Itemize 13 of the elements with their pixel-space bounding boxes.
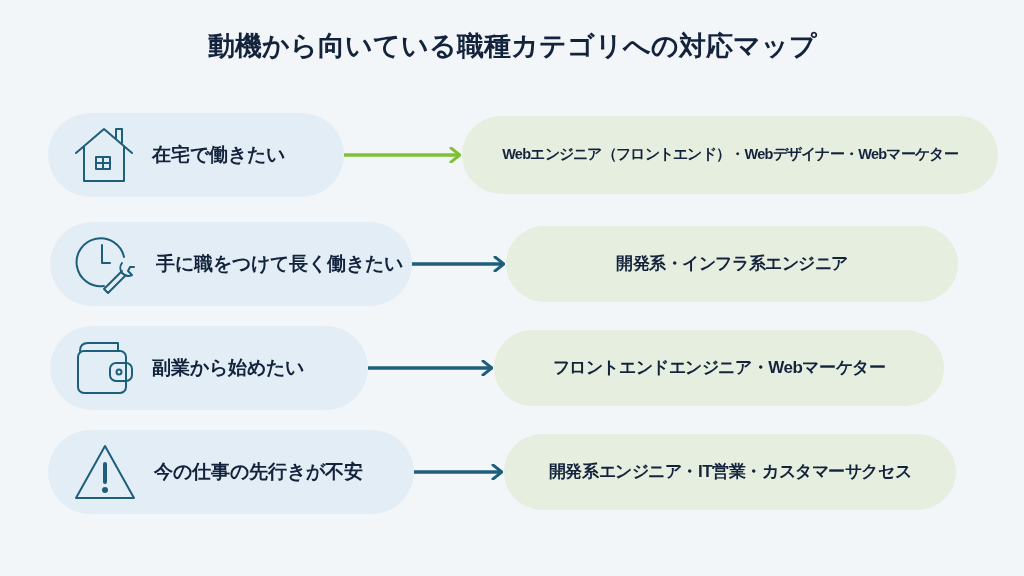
job-category-label: 開発系エンジニア・IT営業・カスタマーサクセス bbox=[548, 461, 912, 484]
arrow bbox=[344, 146, 462, 164]
motive-label: 今の仕事の先行きが不安 bbox=[154, 459, 363, 484]
arrow bbox=[414, 463, 504, 481]
motive-label: 手に職をつけて長く働きたい bbox=[156, 251, 403, 276]
arrow bbox=[412, 255, 506, 273]
job-category-label: フロントエンドエンジニア・Webマーケター bbox=[552, 357, 886, 380]
job-category-label: Webエンジニア（フロントエンド）・Webデザイナー・Webマーケター bbox=[502, 145, 958, 165]
arrow bbox=[368, 359, 494, 377]
job-category-label: 開発系・インフラ系エンジニア bbox=[615, 253, 849, 276]
title: 動機から向いている職種カテゴリへの対応マップ bbox=[206, 30, 818, 63]
motive-label: 在宅で働きたい bbox=[152, 142, 285, 167]
motive-label: 副業から始めたい bbox=[152, 355, 304, 380]
